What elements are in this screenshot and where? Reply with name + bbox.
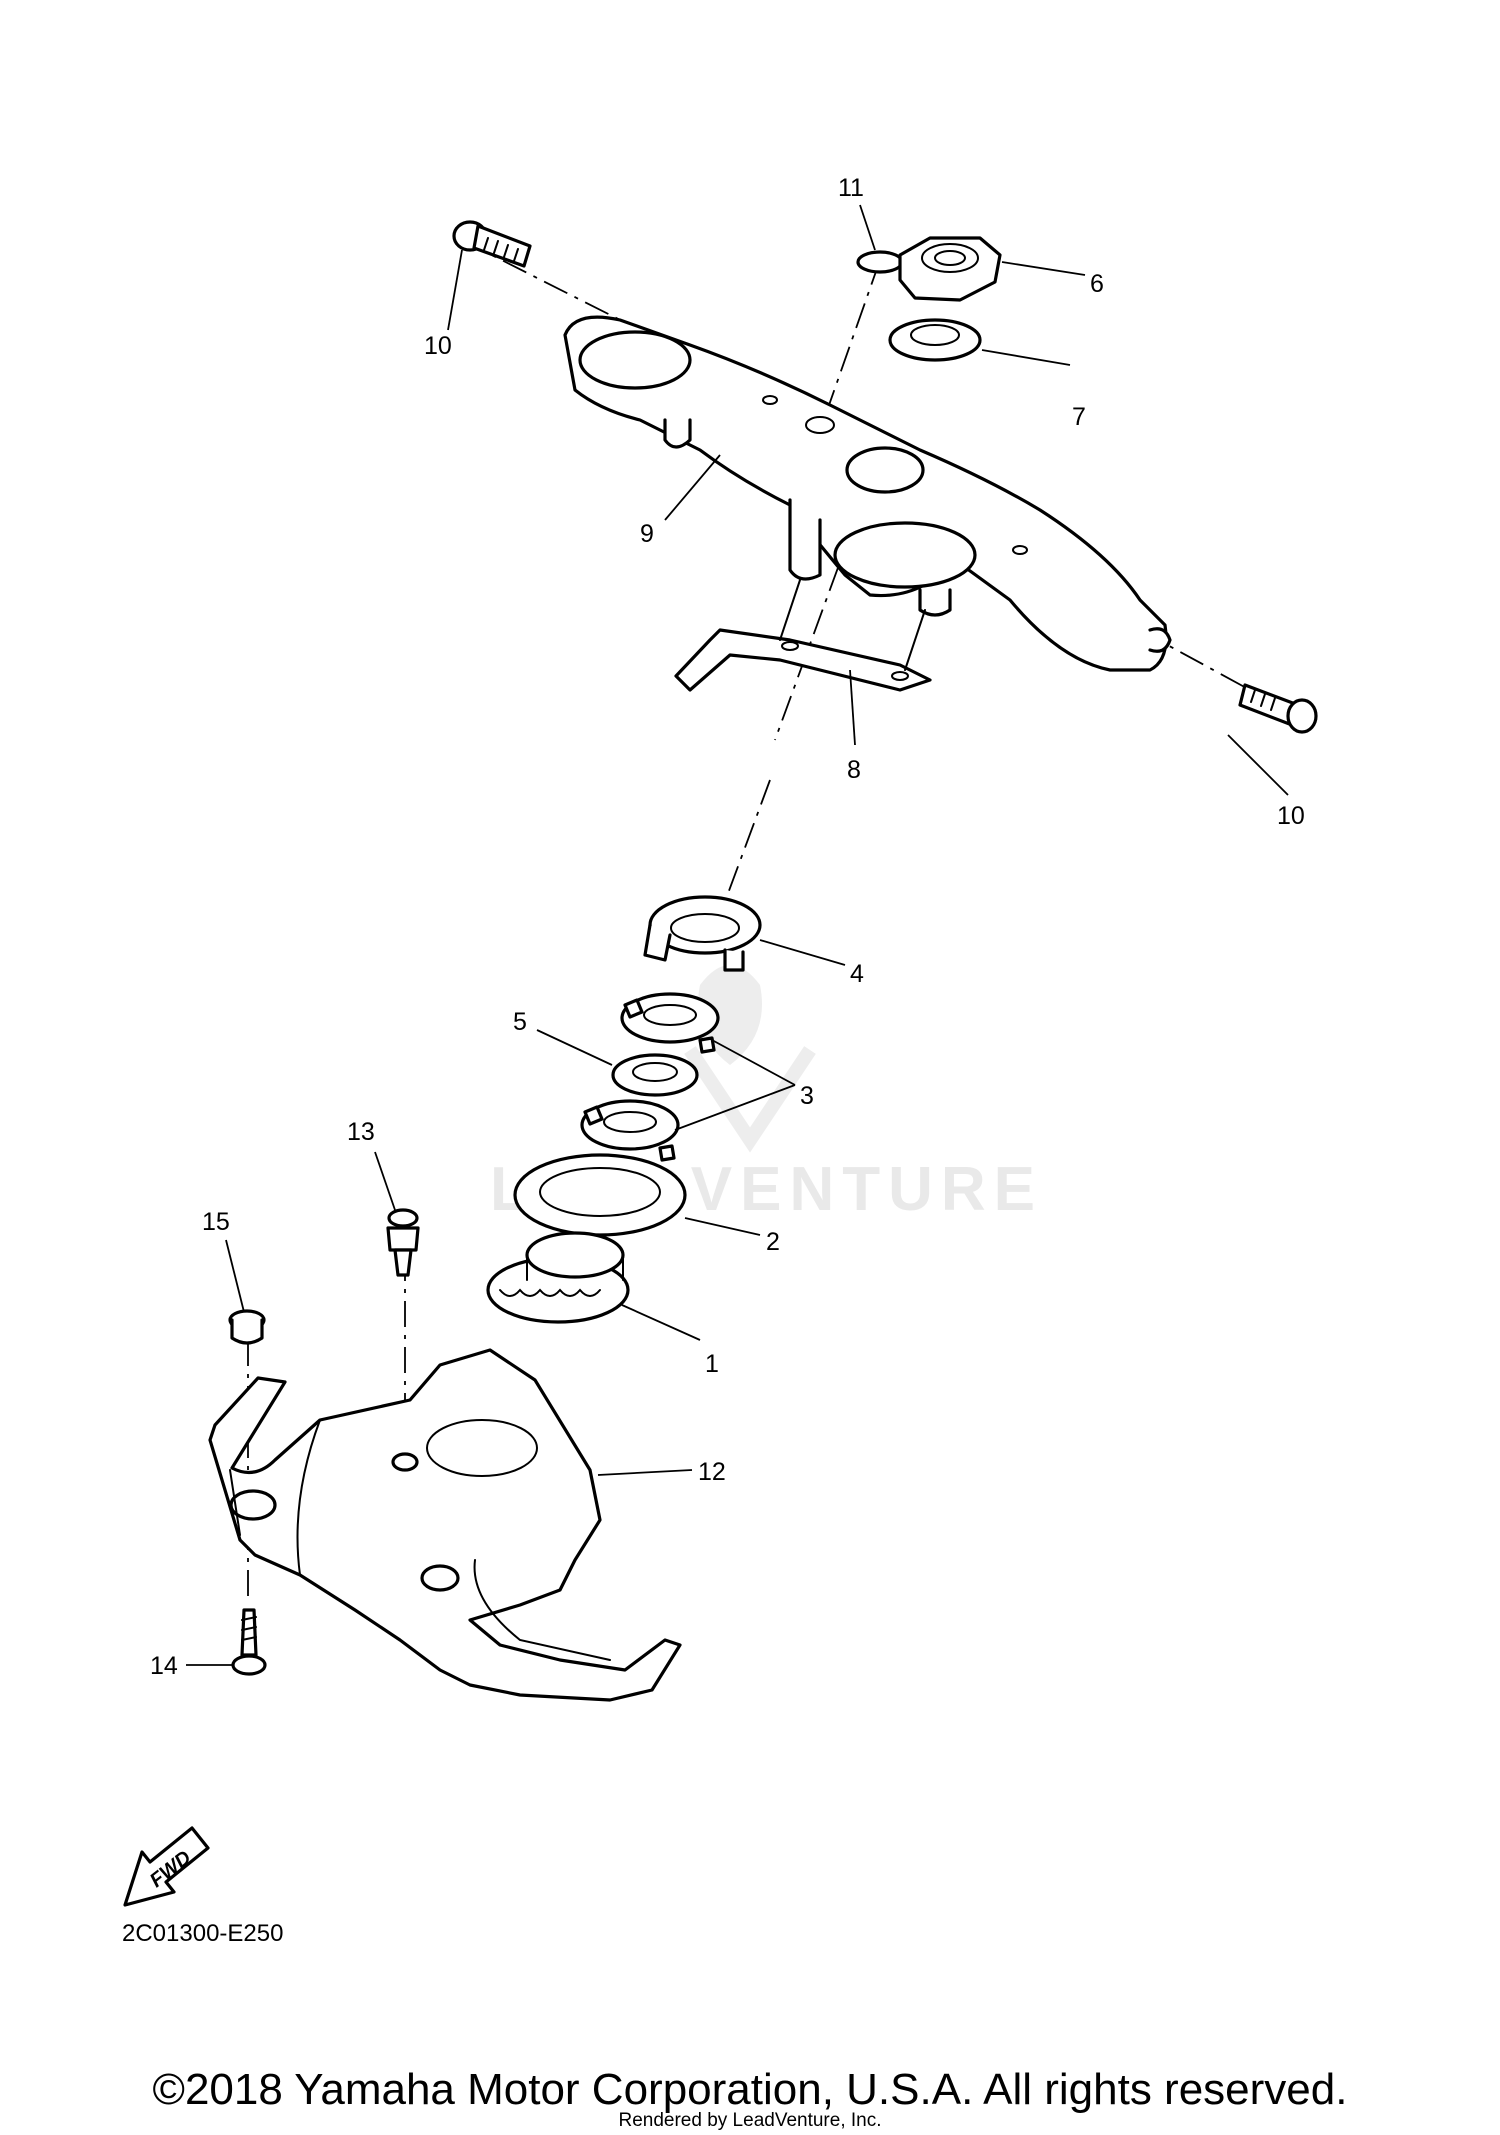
callout-12: 12	[698, 1458, 726, 1486]
callout-1: 1	[705, 1350, 719, 1378]
diagram-code: 2C01300-E250	[122, 1920, 284, 1947]
cover-part-12	[208, 1348, 682, 1702]
spacer-part-5	[611, 1053, 699, 1097]
callout-10-right: 10	[1277, 802, 1305, 830]
bolt-part-10-right	[1238, 683, 1318, 734]
bolt-part-10-top	[452, 220, 532, 268]
callout-6: 6	[1090, 270, 1104, 298]
callout-11: 11	[838, 174, 864, 202]
upper-bracket-part-9	[563, 315, 1172, 672]
ring-nut-part-3-lower	[580, 1099, 680, 1162]
callout-15: 15	[202, 1208, 230, 1236]
bracket-part-8	[674, 579, 932, 692]
oring-part-11	[856, 250, 904, 274]
fwd-arrow-icon: FWD	[123, 1826, 210, 1907]
lock-washer-part-4	[643, 895, 762, 972]
callout-10-top: 10	[424, 332, 452, 360]
rivet-part-13	[386, 1208, 420, 1277]
seal-part-2	[513, 1153, 687, 1237]
callout-4: 4	[850, 960, 864, 988]
callout-14: 14	[150, 1652, 178, 1680]
ring-nut-part-3-upper	[620, 992, 720, 1054]
callout-labels: 1 2 3 4 5 6 7 8 9 10 10 11 12 13 14 15	[150, 174, 1305, 1680]
leader-lines	[186, 204, 1289, 1666]
bearing-part-1	[486, 1231, 630, 1324]
washer-part-7	[888, 318, 982, 362]
callout-7: 7	[1072, 403, 1086, 431]
callout-13: 13	[347, 1118, 375, 1146]
callout-5: 5	[513, 1008, 527, 1036]
rendered-by-credit: Rendered by LeadVenture, Inc.	[618, 2110, 882, 2131]
collar-part-15	[228, 1309, 266, 1345]
callout-2: 2	[766, 1228, 780, 1256]
copyright-notice: ©2018 Yamaha Motor Corporation, U.S.A. A…	[152, 2065, 1348, 2114]
nut-part-6	[898, 236, 1002, 302]
callout-3: 3	[800, 1082, 814, 1110]
callout-8: 8	[847, 756, 861, 784]
screw-part-14	[231, 1608, 267, 1676]
callout-9: 9	[640, 520, 654, 548]
